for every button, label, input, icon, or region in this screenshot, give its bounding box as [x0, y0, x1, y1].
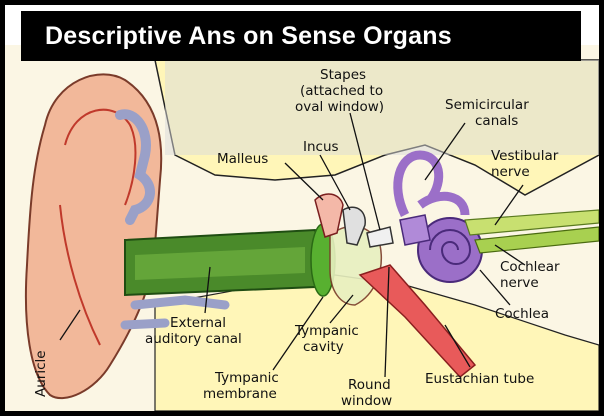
eustachian-tube-shape	[358, 264, 477, 379]
label-external-line2: auditory canal	[145, 331, 242, 347]
label-stapes-line3: oval window)	[295, 99, 384, 115]
label-incus: Incus	[303, 139, 339, 155]
auricle-shape	[24, 73, 163, 400]
upper-gray-area	[165, 60, 599, 155]
auditory-canal-highlight	[135, 247, 305, 280]
stapes-shape	[366, 226, 394, 248]
vestibule-shape	[399, 214, 431, 246]
label-round-window: Round	[348, 377, 391, 393]
canal-lower-cartilage	[120, 295, 230, 330]
label-tympanic-membrane: Tympanic	[214, 370, 279, 386]
label-eustachian: Eustachian tube	[425, 371, 534, 387]
cochlear-nerve-shape	[474, 226, 599, 254]
leader-lines	[59, 112, 526, 378]
label-semicircular: Semicircular	[445, 97, 529, 113]
auricle-cartilage	[115, 109, 155, 225]
page-title-banner: Descriptive Ans on Sense Organs	[21, 11, 581, 61]
auricle-fold	[59, 108, 137, 346]
ear-anatomy-diagram: Stapes (attached to oval window) Semicir…	[5, 45, 599, 411]
label-stapes: Stapes	[320, 67, 366, 83]
label-vestibular: Vestibular	[491, 148, 559, 164]
label-vestibular-line2: nerve	[491, 164, 530, 180]
label-malleus: Malleus	[217, 151, 268, 167]
label-round-window-line2: window	[341, 393, 392, 409]
label-cochlea: Cochlea	[495, 306, 549, 322]
label-auricle: Auricle	[33, 350, 49, 397]
label-cochlear-nerve: Cochlear	[500, 259, 560, 275]
vestibular-nerve-shape	[464, 209, 599, 236]
label-tympanic-membrane-line2: membrane	[203, 386, 277, 402]
page-title: Descriptive Ans on Sense Organs	[45, 21, 452, 50]
label-tympanic-cavity-line2: cavity	[303, 339, 344, 355]
semicircular-canals-shape	[393, 150, 470, 218]
label-external: External	[170, 315, 226, 331]
cochlea-spiral	[429, 229, 472, 265]
label-tympanic-cavity: Tympanic	[294, 323, 359, 339]
label-stapes-line2: (attached to	[300, 83, 383, 99]
label-semicircular-line2: canals	[475, 113, 518, 129]
label-cochlear-nerve-line2: nerve	[500, 275, 539, 291]
